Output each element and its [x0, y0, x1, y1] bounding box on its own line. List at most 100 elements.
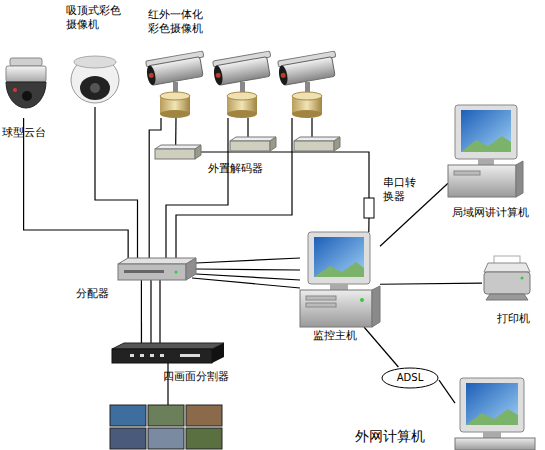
ir-led: [148, 72, 154, 78]
case-side: [516, 161, 523, 197]
printer-body: [484, 272, 530, 294]
wire-connector: [364, 327, 398, 367]
pan-tilt-top: [292, 92, 322, 100]
printer-device: [484, 256, 530, 300]
computer-case: [455, 438, 535, 450]
camera-dome: [80, 76, 110, 100]
monitor-frame: [308, 232, 370, 284]
screen-scene: [466, 409, 518, 425]
camera-lens: [22, 91, 32, 101]
camera-view: [148, 405, 184, 426]
device-button: [150, 354, 154, 357]
camera-housing: [6, 66, 46, 82]
pan-tilt-base: [160, 110, 190, 118]
pan-tilt-base: [227, 110, 257, 118]
camera-lens: [278, 65, 289, 86]
device-node: 吸顶式彩色 摄像机: [70, 55, 120, 107]
device-node: 局域网讲计算机: [448, 105, 523, 197]
decoder-top: [230, 137, 276, 141]
camera-view: [186, 428, 222, 449]
device-button: [130, 354, 134, 357]
camera-view: [110, 428, 146, 449]
decoder-front: [294, 141, 334, 151]
lan-computer: [448, 105, 523, 197]
camera-housing: [215, 57, 270, 86]
wire-connector: [380, 283, 482, 284]
camera-dome: [6, 82, 46, 108]
device-label: 球型云台: [2, 126, 62, 140]
device-side: [212, 343, 224, 363]
decoder-side: [270, 137, 276, 151]
device-label: 吸顶式彩色 摄像机: [66, 4, 124, 32]
device-node: 串口转 换器: [364, 198, 374, 218]
printer-tray: [486, 294, 528, 300]
wire-connector: [141, 280, 142, 343]
camera-wire: [166, 118, 228, 258]
camera-base: [74, 56, 116, 68]
video-wire: [192, 278, 300, 288]
device-top: [112, 343, 224, 349]
device-node: 四画面分割器: [112, 343, 224, 363]
video-wire: [196, 274, 300, 280]
power-light: [360, 298, 364, 302]
device-label: 红外一体化 彩色摄像机: [148, 8, 208, 36]
screen-scene: [314, 262, 364, 277]
camera-mount: [10, 58, 42, 66]
printer-top: [484, 263, 530, 272]
wire-connector: [368, 218, 369, 232]
wire-connector: [149, 118, 161, 258]
camera-led: [13, 88, 17, 92]
pan-tilt-base: [292, 110, 322, 118]
decoder-side: [334, 137, 340, 151]
decoder-front: [230, 141, 270, 151]
decoder-top: [155, 145, 201, 149]
device-node: 外网计算机: [455, 378, 535, 450]
wan-computer: [455, 378, 535, 450]
decoder-box: [230, 137, 276, 151]
distributor-device: [118, 258, 196, 280]
device-node: 分配器: [118, 258, 196, 280]
wire-connector: [439, 380, 455, 403]
wire-connector: [175, 118, 177, 145]
device-button: [180, 354, 200, 357]
device-button: [160, 354, 164, 357]
camera-view: [110, 405, 146, 426]
pan-tilt-top: [160, 92, 190, 100]
monitor-views: [110, 405, 222, 449]
device-label: 四画面分割器: [163, 370, 253, 384]
ir-led: [280, 72, 286, 78]
camera-wire: [176, 118, 292, 258]
monitor-stand: [330, 284, 348, 290]
camera-lens: [213, 65, 224, 86]
camera-housing: [280, 57, 335, 86]
monitor-frame: [460, 378, 524, 432]
device-label: 外网计算机: [355, 428, 455, 446]
device-label: 分配器: [76, 287, 126, 301]
video-wire: [167, 363, 168, 405]
monitor-frame: [455, 105, 517, 159]
device-node: 监控主机: [300, 232, 380, 327]
host-computer: [300, 232, 380, 327]
monitor-stand: [483, 432, 501, 438]
monitor-screen: [466, 383, 518, 425]
wire-connector: [201, 152, 369, 198]
wire-connector: [196, 269, 300, 270]
device-button: [140, 354, 144, 357]
serial-converter: [364, 198, 374, 218]
device-panel: [124, 270, 164, 273]
video-wire: [196, 258, 300, 263]
monitor-screen: [314, 237, 364, 277]
splitter-device: [112, 343, 224, 363]
device-node: 红外一体化 彩色摄像机: [146, 50, 206, 118]
screen-scene: [461, 136, 511, 152]
ir-camera: [145, 51, 207, 118]
video-wire: [150, 280, 151, 343]
device-side: [186, 258, 196, 280]
network-label: ADSL: [381, 367, 439, 389]
device-node: 外置解码器: [155, 145, 201, 159]
ir-led: [215, 72, 221, 78]
decoder-side: [195, 145, 201, 159]
case-side: [372, 286, 380, 327]
